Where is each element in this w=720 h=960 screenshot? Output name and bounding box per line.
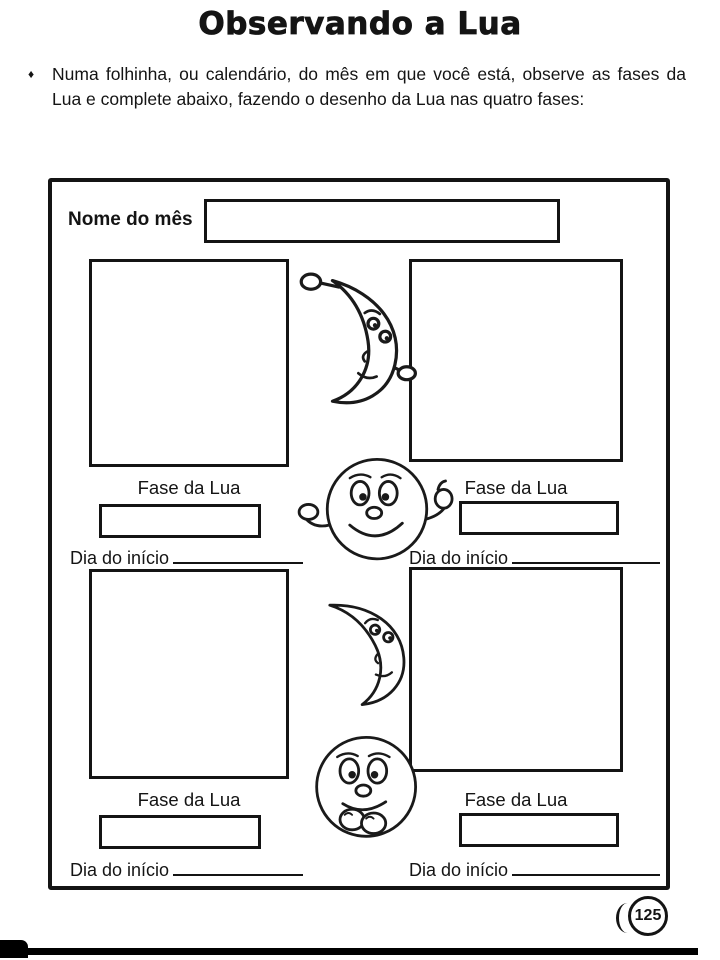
moon-drawing-box[interactable]	[89, 259, 289, 467]
page-bottom-edge-corner	[0, 940, 28, 958]
crescent-moon-illustration	[308, 588, 420, 712]
start-day-write-line[interactable]	[512, 543, 661, 564]
start-day-label: Dia do início	[409, 859, 509, 880]
month-name-input-box[interactable]	[204, 199, 560, 243]
waving-crescent-moon-illustration	[288, 272, 420, 412]
instruction-text: Numa folhinha, ou calendário, do mês em …	[52, 64, 686, 109]
phase-answer-box[interactable]	[459, 501, 619, 535]
month-name-label: Nome do mês	[68, 209, 193, 230]
diamond-bullet-icon: ♦	[28, 67, 35, 81]
worksheet-frame: Nome do mês Fase da Lua Dia do início Fa…	[48, 178, 670, 890]
phase-answer-box[interactable]	[99, 504, 261, 538]
start-day-row: Dia do início	[70, 855, 304, 881]
moon-drawing-box[interactable]	[89, 569, 289, 779]
giggling-full-moon-illustration	[298, 727, 438, 857]
page-number-badge: 125	[616, 896, 668, 936]
phase-answer-box[interactable]	[99, 815, 261, 849]
phase-label: Fase da Lua	[464, 789, 568, 810]
instruction-block: ♦ Numa folhinha, ou calendário, do mês e…	[28, 62, 686, 111]
page-title: Observando a Lua	[198, 6, 522, 43]
phase-answer-box[interactable]	[459, 813, 619, 847]
full-moon-thumbs-up-illustration	[297, 450, 457, 572]
moon-drawing-box[interactable]	[409, 567, 623, 772]
phase-label: Fase da Lua	[137, 789, 241, 810]
start-day-write-line[interactable]	[173, 543, 304, 564]
start-day-row: Dia do início	[409, 855, 661, 881]
start-day-row: Dia do início	[70, 543, 304, 569]
phase-label: Fase da Lua	[137, 477, 241, 498]
start-day-label: Dia do início	[409, 547, 509, 568]
page-bottom-edge-line	[0, 948, 698, 955]
moon-drawing-box[interactable]	[409, 259, 623, 462]
start-day-label: Dia do início	[70, 547, 170, 568]
start-day-row: Dia do início	[409, 543, 661, 569]
phase-label: Fase da Lua	[464, 477, 568, 498]
start-day-write-line[interactable]	[173, 855, 304, 876]
start-day-write-line[interactable]	[512, 855, 661, 876]
page-number: 125	[634, 907, 662, 924]
start-day-label: Dia do início	[70, 859, 170, 880]
